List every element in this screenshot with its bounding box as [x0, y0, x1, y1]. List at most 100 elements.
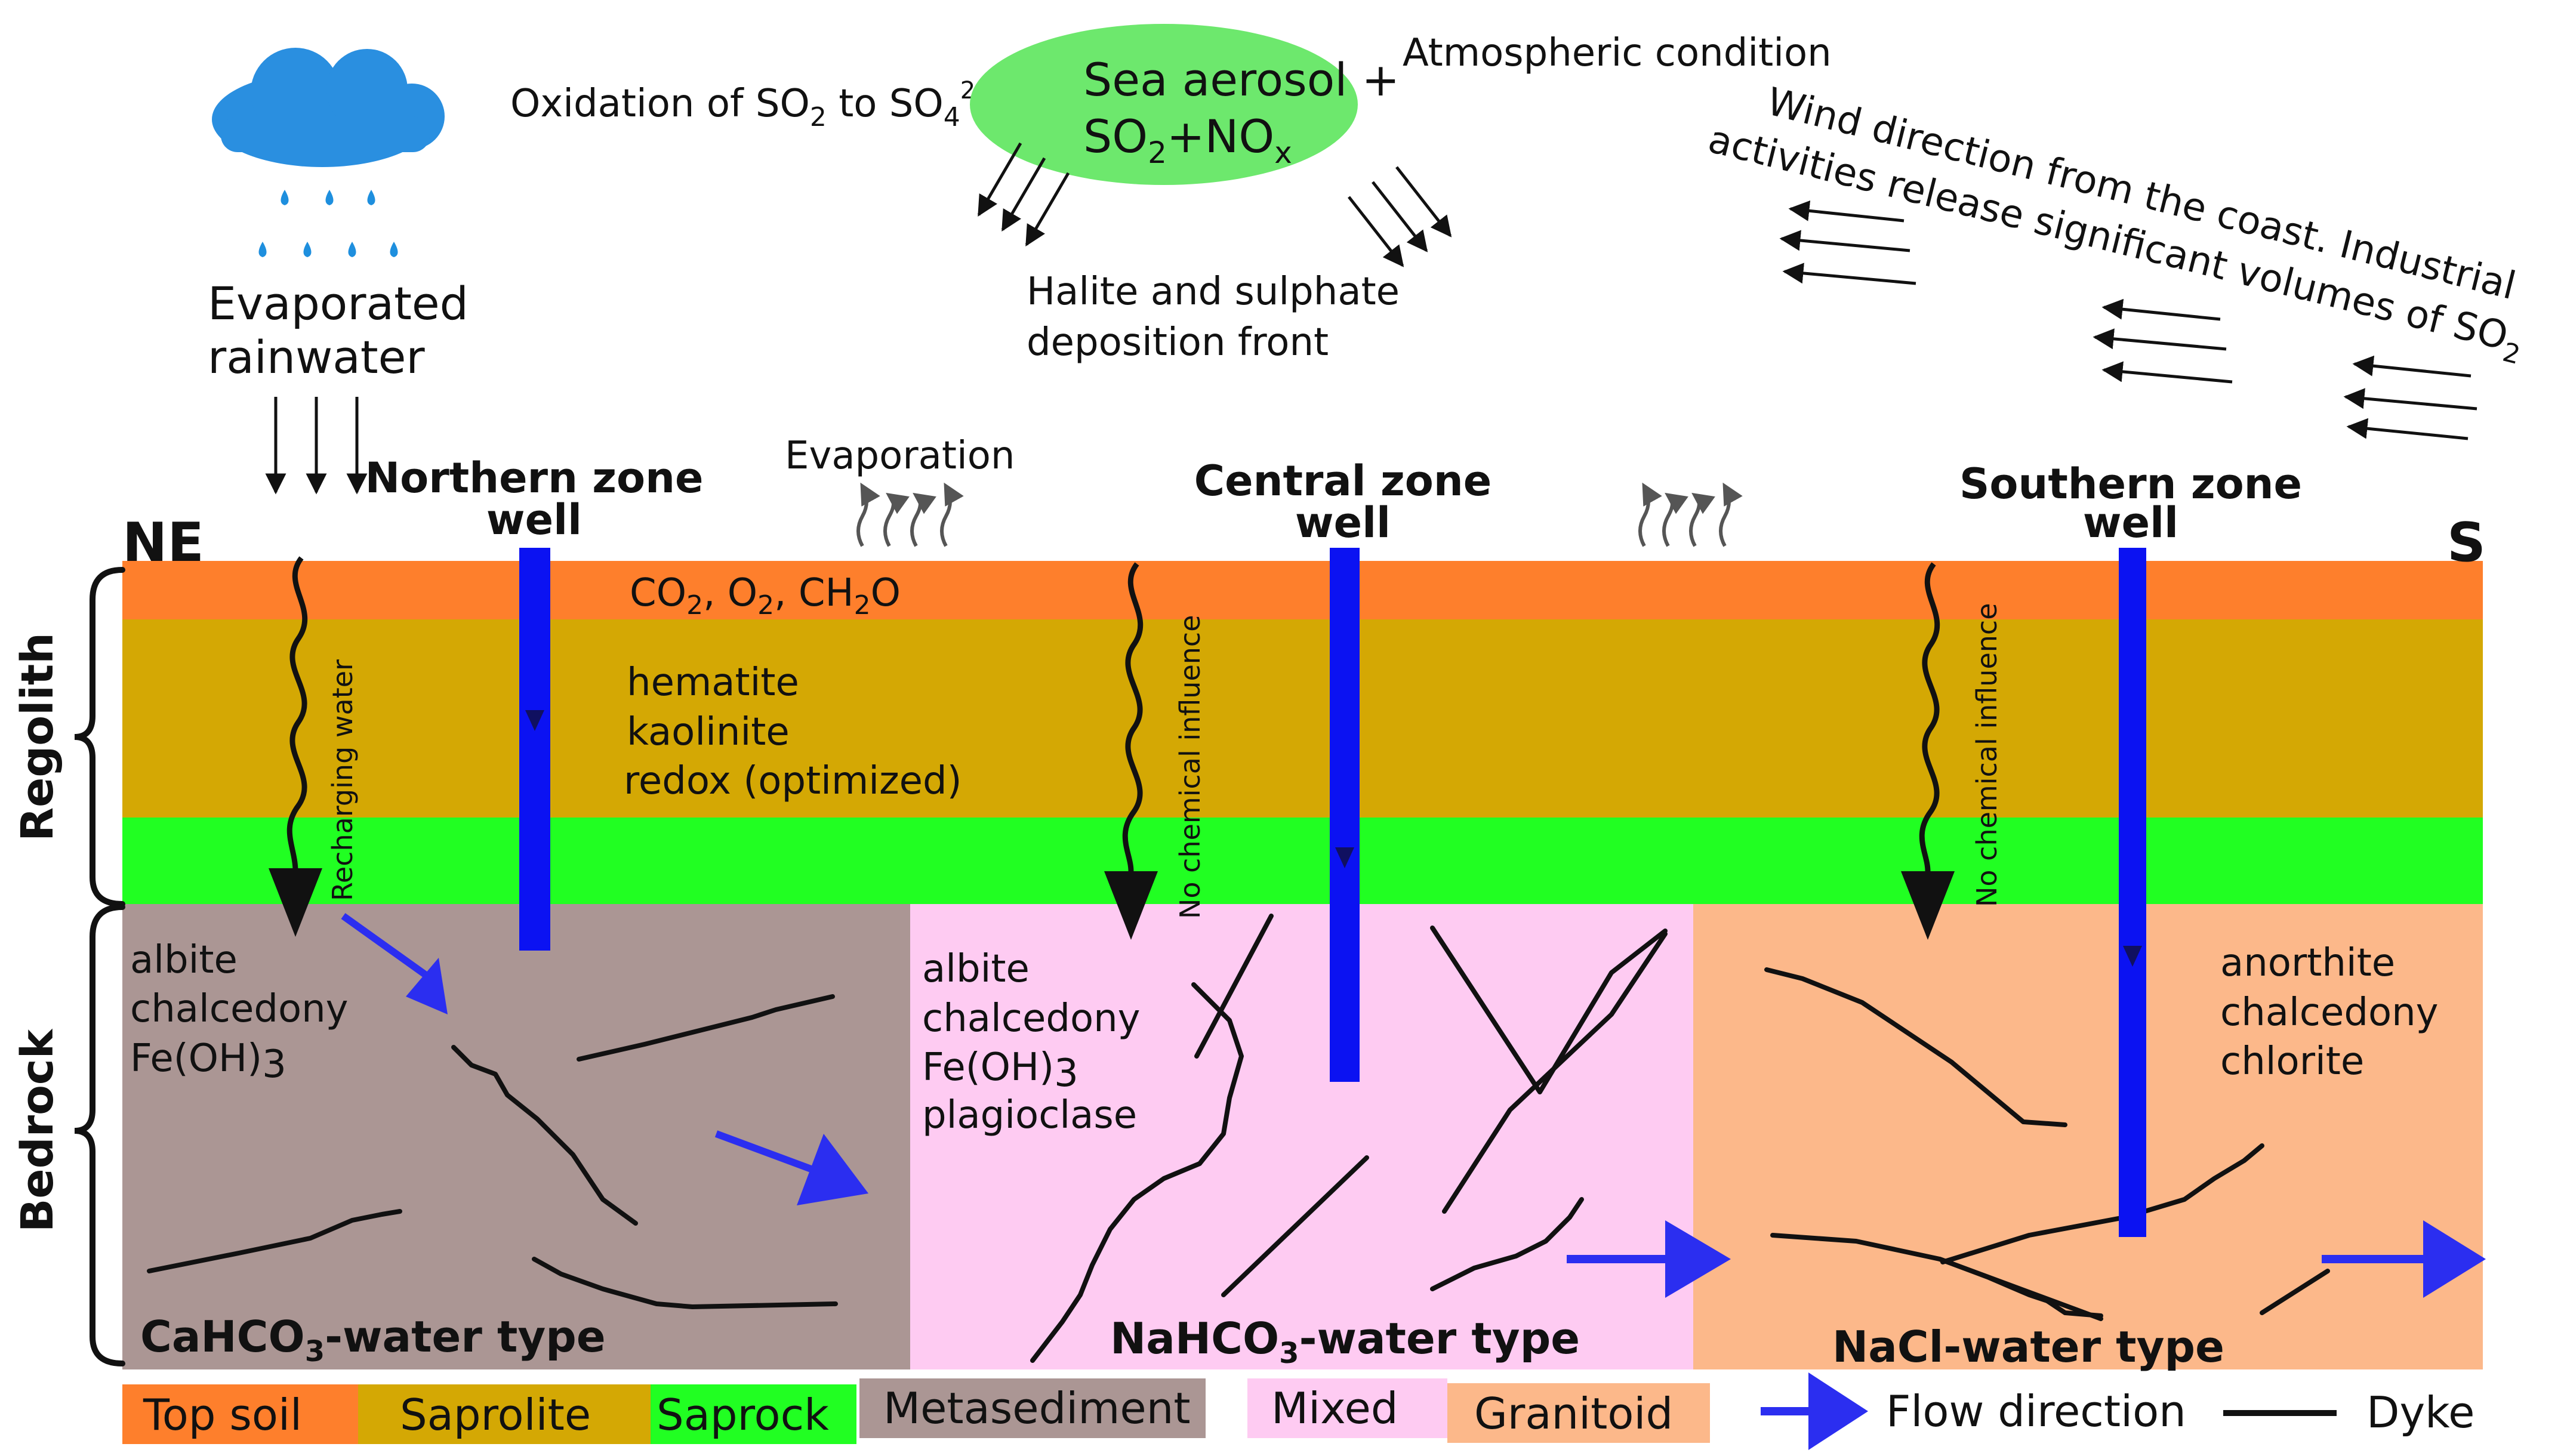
south-bedrock-mineral: anorthite — [2220, 941, 2395, 985]
legend-label-saprolite: Saprolite — [400, 1390, 591, 1440]
central-well-title-line1: Central zone — [1194, 456, 1491, 505]
saprock-layer — [122, 818, 2483, 904]
northern-well-title-line1: Northern zone — [365, 454, 704, 502]
bedrock-blocks — [122, 904, 2483, 1369]
soil-gases-label: CO2, O2, CH2O — [630, 571, 901, 621]
arrow — [977, 142, 1022, 217]
wells — [519, 548, 2146, 1237]
evaporation-label: Evaporation — [785, 434, 1015, 478]
arrow — [2343, 388, 2477, 411]
vapour-arrow — [856, 482, 880, 547]
aerosol-label-line1: Sea aerosol + — [1083, 53, 1400, 106]
rain-label-line2: rainwater — [208, 331, 425, 384]
regolith-brace — [74, 567, 125, 907]
recharge-path-north — [286, 556, 308, 872]
north-bedrock-mineral: chalcedony — [130, 987, 349, 1031]
saprolite-mineral: kaolinite — [627, 710, 790, 754]
central-well — [1330, 548, 1360, 1082]
legend-flow-arrow-icon — [1808, 1372, 1868, 1450]
raindrops — [258, 190, 398, 257]
dyke — [1430, 1197, 1584, 1291]
central-well-title-line2: well — [1295, 498, 1391, 547]
legend-swatch-saprolite — [358, 1384, 651, 1444]
aerosol-label-line2: SO2+NOx — [1083, 110, 1292, 170]
legend-label-dyke: Dyke — [2366, 1387, 2474, 1438]
dyke — [147, 1209, 402, 1273]
oxidation-label: Oxidation of SO2 to SO42- — [510, 77, 984, 132]
bedrock-label: Bedrock — [12, 1028, 63, 1232]
vapour-arrow — [1638, 482, 1662, 547]
flow-arrowhead-icon — [2423, 1220, 2486, 1298]
north-water-type: CaHCO3-water type — [140, 1312, 606, 1368]
northern-well — [519, 548, 550, 951]
recharge-label-south: No chemical influence — [1971, 603, 2003, 907]
infiltration-arrowheads — [269, 868, 1955, 940]
raindrop-icon — [348, 242, 356, 257]
southern-well — [2119, 548, 2146, 1237]
central-bedrock-mineral: plagioclase — [922, 1093, 1137, 1137]
legend-swatch-saprock — [651, 1384, 856, 1444]
flow-arrowhead-icon — [1665, 1220, 1731, 1298]
dyke — [1940, 1143, 2264, 1264]
arrow — [2101, 361, 2233, 384]
rain-label-line1: Evaporated — [208, 277, 469, 330]
arrow — [1395, 166, 1452, 237]
north-bedrock-mineral: Fe(OH)3 — [130, 1037, 286, 1087]
south-bedrock-mineral: chlorite — [2220, 1039, 2364, 1084]
recharge-path-south — [1919, 562, 1940, 872]
vapour-arrow — [1662, 492, 1688, 547]
mixed-block — [910, 904, 1693, 1369]
flow-arrowhead-icon — [406, 958, 448, 1014]
recharge-label-central: No chemical influence — [1174, 615, 1206, 919]
deposition-label-line1: Halite and sulphate — [1027, 270, 1400, 314]
arrow — [1372, 181, 1428, 252]
vapour-arrow — [1689, 492, 1715, 547]
legend-swatch-granitoid — [1447, 1383, 1710, 1443]
regolith-label: Regolith — [12, 633, 63, 841]
legend-label-top-soil: Top soil — [143, 1390, 302, 1440]
central-bedrock-mineral: Fe(OH)3 — [922, 1045, 1078, 1096]
aerosol-ellipse — [970, 24, 1358, 185]
dyke — [2260, 1269, 2330, 1315]
arrow — [1001, 157, 1046, 232]
bedrock-brace — [74, 904, 125, 1366]
raindrop-icon — [303, 242, 312, 257]
raindrop-icon — [367, 190, 375, 205]
legend-label-mixed: Mixed — [1271, 1383, 1398, 1433]
metasediment-block — [122, 904, 910, 1369]
arrow — [2346, 418, 2469, 440]
dyke — [532, 1257, 838, 1309]
rain-down-arrows — [265, 397, 368, 495]
infiltration-paths — [286, 556, 1940, 872]
flow-arrow-shaft — [714, 1130, 822, 1176]
raindrop-icon — [281, 190, 289, 205]
legend-swatch-mixed — [1247, 1378, 1447, 1438]
arrowhead-icon — [1901, 871, 1955, 940]
granitoid-block — [1693, 904, 2483, 1369]
vapour-arrow — [940, 482, 964, 547]
legend-swatch-metasediment — [859, 1378, 1206, 1438]
legend-label-saprock: Saprock — [657, 1390, 829, 1440]
well-flow-marker — [1335, 847, 1354, 868]
top-soil-layer — [122, 561, 2483, 619]
central-bedrock-mineral: albite — [922, 947, 1030, 991]
vapour-arrow — [883, 492, 910, 547]
arrow — [2352, 355, 2472, 378]
regolith-layers — [122, 561, 2483, 904]
legend-swatch-top-soil — [122, 1384, 358, 1444]
arrow — [1348, 196, 1404, 267]
flow-arrow-shaft — [341, 913, 429, 979]
north-bedrock-mineral: albite — [130, 938, 238, 982]
dyke — [1194, 914, 1274, 1059]
south-bedrock-mineral: chalcedony — [2220, 991, 2439, 1035]
dyke — [451, 1045, 638, 1226]
vapour-arrow — [1719, 482, 1743, 547]
arrow — [2093, 328, 2227, 351]
arrow — [1779, 230, 1910, 252]
legend-label-metasediment: Metasediment — [883, 1383, 1191, 1433]
raindrop-icon — [390, 242, 398, 257]
central-water-type: NaHCO3-water type — [1110, 1313, 1580, 1370]
dyke — [1937, 1257, 2103, 1318]
recharge-path-central — [1122, 562, 1144, 872]
